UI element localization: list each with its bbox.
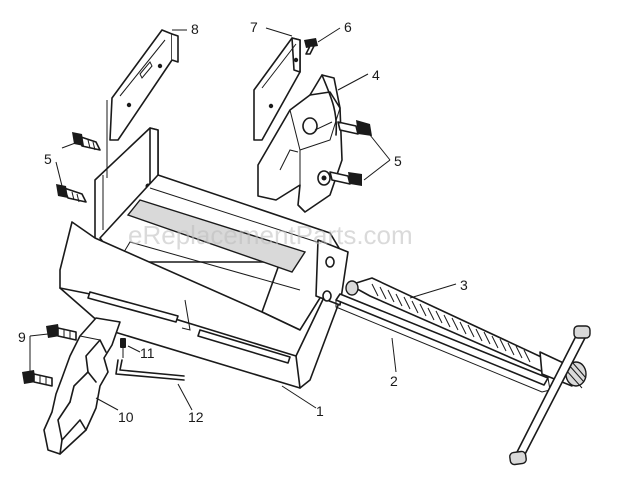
callout-11: 11 — [140, 345, 155, 361]
part-5-screws-left — [56, 132, 101, 203]
callout-7: 7 — [250, 19, 258, 35]
callout-10: 10 — [118, 409, 134, 425]
part-12-hex-key — [115, 359, 185, 381]
part-1-base — [59, 174, 349, 389]
callout-2: 2 — [390, 373, 398, 389]
callout-5-left: 5 — [44, 151, 52, 167]
watermark-text: eReplacementParts.com — [128, 220, 413, 250]
part-9-screws — [22, 324, 77, 387]
callout-8: 8 — [191, 21, 199, 37]
callout-12: 12 — [188, 409, 204, 425]
leader-lines — [29, 27, 457, 411]
callout-4: 4 — [372, 67, 380, 83]
callout-5-right: 5 — [394, 153, 402, 169]
callout-6: 6 — [344, 19, 352, 35]
callout-9: 9 — [18, 329, 26, 345]
part-3-lead-screw — [345, 277, 591, 466]
callout-1: 1 — [316, 403, 324, 419]
callout-3: 3 — [460, 277, 468, 293]
part-6-jaw-screw — [304, 38, 318, 55]
part-2-guide-bar — [335, 293, 551, 393]
part-8-left-jaw-plate — [109, 29, 179, 141]
part-10-v-jaw-pad — [43, 317, 121, 455]
part-11-set-screw — [120, 338, 126, 358]
part-7-right-jaw-plate — [253, 37, 301, 141]
part-4-movable-jaw — [257, 74, 343, 213]
